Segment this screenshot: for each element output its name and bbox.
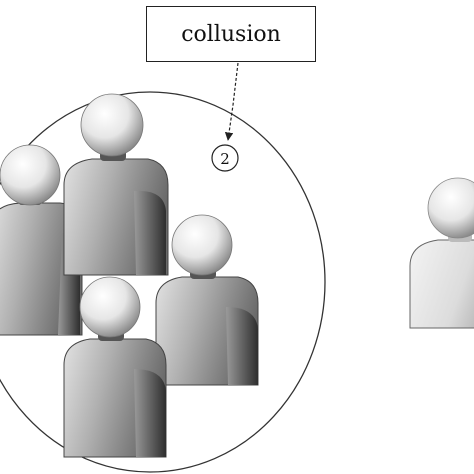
group-circle (0, 91, 326, 473)
marker-badge: 2 (211, 144, 239, 172)
person-icon-outsider (409, 177, 474, 329)
collusion-label: collusion (181, 21, 281, 47)
person-icon (63, 93, 169, 276)
person-icon (63, 276, 167, 458)
collusion-arrow (224, 62, 239, 141)
marker-number: 2 (220, 150, 230, 168)
collusion-label-box: collusion (146, 6, 316, 62)
person-icon (0, 144, 83, 336)
person-icon (155, 214, 259, 386)
